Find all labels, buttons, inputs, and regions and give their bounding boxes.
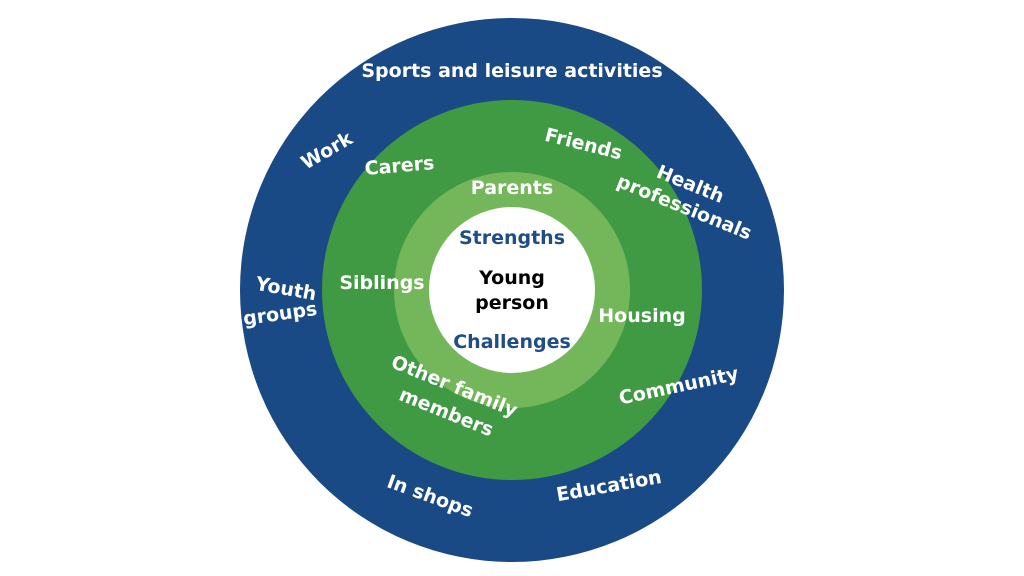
housing-label: Housing — [598, 305, 685, 327]
siblings-label: Siblings — [339, 272, 424, 294]
challenges-label: Challenges — [453, 331, 571, 353]
parents-label: Parents — [471, 177, 553, 199]
young-person-label-line2: person — [475, 292, 549, 314]
center-circle — [429, 207, 595, 373]
strengths-label: Strengths — [459, 227, 565, 249]
sports-label: Sports and leisure activities — [361, 60, 662, 82]
young-person-label-line1: Young — [478, 267, 545, 289]
